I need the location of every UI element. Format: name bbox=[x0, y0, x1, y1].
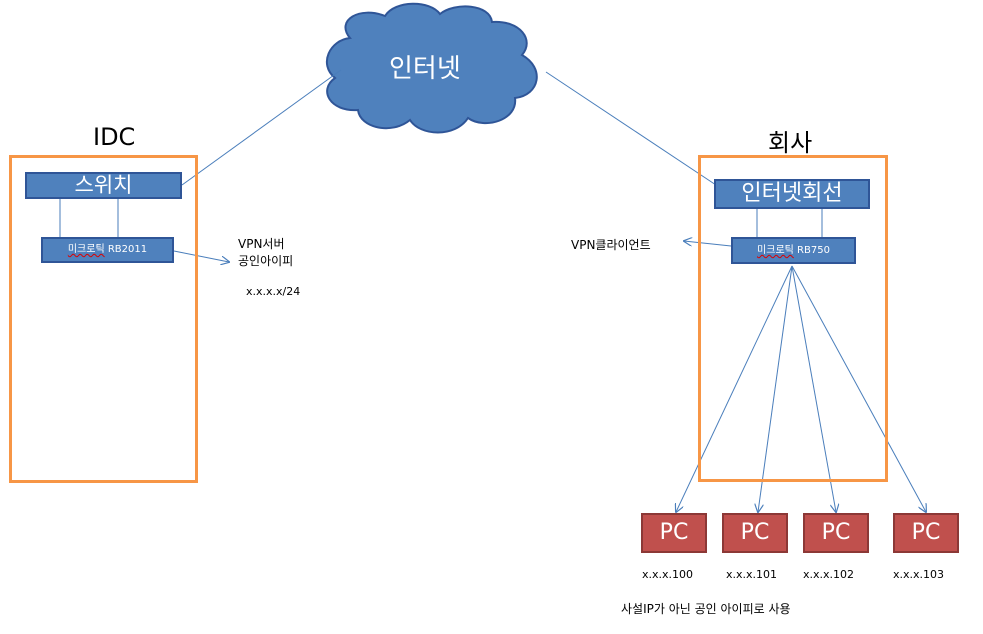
internet-line-box: 인터넷회선 bbox=[714, 179, 870, 209]
arrow-pc-102 bbox=[791, 265, 836, 512]
pc-103-label: PC bbox=[911, 520, 941, 545]
office-router-box: 미크로틱 RB750 bbox=[731, 237, 856, 264]
idc-router-box: 미크로틱 RB2011 bbox=[41, 237, 174, 263]
pc-100-label: PC bbox=[659, 520, 689, 545]
vpn-server-label: VPN서버 bbox=[238, 237, 285, 251]
pc-102-ip: x.x.x.102 bbox=[803, 568, 855, 581]
pc-101-ip: x.x.x.101 bbox=[726, 568, 778, 581]
public-ip-label: 공인아이피 bbox=[238, 254, 294, 268]
internet-cloud-icon bbox=[325, 2, 538, 134]
arrow-vpn-client bbox=[684, 241, 732, 247]
office-router-brand: 미크로틱 bbox=[757, 245, 794, 256]
switch-box: 스위치 bbox=[25, 172, 182, 199]
arrow-vpn-server bbox=[173, 250, 229, 262]
pc-102-box: PC bbox=[803, 513, 869, 553]
pc-101-box: PC bbox=[722, 513, 788, 553]
idc-title: IDC bbox=[93, 123, 136, 151]
idc-router-brand: 미크로틱 bbox=[67, 244, 105, 255]
pc-102-label: PC bbox=[821, 520, 851, 545]
office-router-model: RB750 bbox=[797, 245, 830, 256]
pc-103-ip: x.x.x.103 bbox=[893, 568, 945, 581]
vpn-client-label: VPN클라이언트 bbox=[571, 238, 651, 252]
idc-ip-label: x.x.x.x/24 bbox=[246, 285, 301, 298]
pc-101-label: PC bbox=[740, 520, 770, 545]
idc-frame bbox=[9, 155, 198, 483]
switch-label: 스위치 bbox=[74, 173, 133, 197]
internet-line-label: 인터넷회선 bbox=[741, 181, 843, 206]
cloud-label: 인터넷 bbox=[389, 54, 461, 84]
pc-100-ip: x.x.x.100 bbox=[642, 568, 694, 581]
arrow-pc-101 bbox=[758, 265, 793, 512]
office-frame bbox=[698, 155, 888, 482]
office-title: 회사 bbox=[768, 129, 813, 157]
pc-103-box: PC bbox=[893, 513, 959, 553]
link-cloud-office bbox=[545, 71, 717, 186]
arrow-pc-103 bbox=[791, 265, 926, 512]
footer-note: 사설IP가 아닌 공인 아이피로 사용 bbox=[621, 602, 791, 616]
link-cloud-idc bbox=[181, 69, 342, 186]
arrow-pc-100 bbox=[676, 265, 793, 512]
pc-100-box: PC bbox=[641, 513, 707, 553]
idc-router-model: RB2011 bbox=[107, 244, 148, 255]
